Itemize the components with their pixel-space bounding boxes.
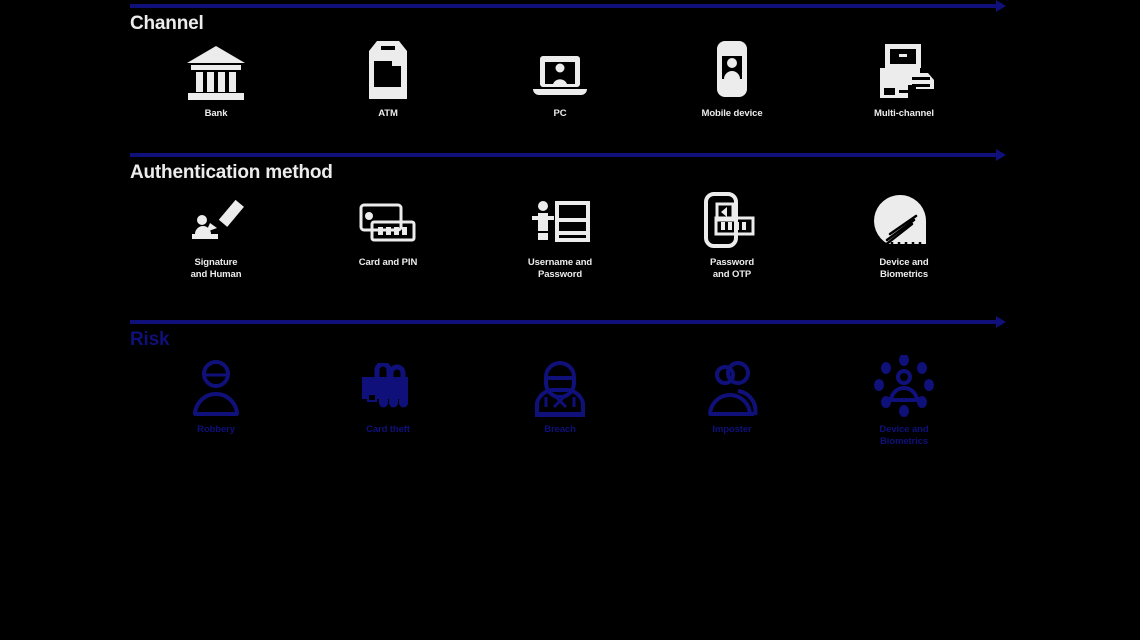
item-password-and-otp[interactable]: Password and OTP (646, 188, 818, 281)
item-atm[interactable]: ATM (302, 39, 474, 120)
atm-icon (365, 39, 411, 101)
multi-channel-icon (872, 39, 936, 101)
item-label: Breach (544, 424, 576, 435)
row-channel: Channel Bank (130, 0, 1006, 120)
item-card-and-pin[interactable]: Card and PIN (302, 188, 474, 281)
item-robbery[interactable]: Robbery (130, 355, 302, 448)
item-label: Username and Password (527, 257, 593, 280)
item-label: Device and Biometrics (879, 424, 929, 447)
hand-card-theft-icon (359, 355, 417, 417)
item-label: Password and OTP (709, 257, 755, 280)
card-pin-icon (356, 188, 420, 250)
item-imposter[interactable]: Imposter (646, 355, 818, 448)
laptop-user-icon (529, 39, 591, 101)
item-device-and-biometrics[interactable]: Device and Biometrics (818, 188, 990, 281)
item-breach[interactable]: Breach (474, 355, 646, 448)
arrow-bar (130, 153, 999, 157)
items-channel: Bank ATM (130, 39, 1006, 120)
arrow-rule-auth (130, 149, 1006, 161)
arrow-rule-channel (130, 0, 1006, 12)
item-label: Device and Biometrics (879, 257, 929, 280)
item-pc[interactable]: PC (474, 39, 646, 120)
arrow-head-icon (996, 316, 1006, 328)
row-risk: Risk Robbery (130, 316, 1006, 448)
heading-channel: Channel (130, 13, 204, 34)
arrow-bar (130, 320, 999, 324)
person-network-icon (873, 355, 935, 417)
item-card-theft[interactable]: Card theft (302, 355, 474, 448)
fingerprint-icon (874, 188, 934, 250)
item-label: Signature and Human (190, 257, 242, 280)
heading-risk: Risk (130, 329, 170, 350)
heading-authentication-method: Authentication method (130, 162, 333, 183)
item-signature-and-human[interactable]: Signature and Human (130, 188, 302, 281)
signature-pen-icon (184, 188, 248, 250)
password-otp-icon (700, 188, 764, 250)
item-device-and-biometrics-risk[interactable]: Device and Biometrics (818, 355, 990, 448)
item-label: Robbery (197, 424, 235, 435)
username-password-icon (529, 188, 591, 250)
item-bank[interactable]: Bank (130, 39, 302, 120)
item-mobile-device[interactable]: Mobile device (646, 39, 818, 120)
arrow-head-icon (996, 149, 1006, 161)
item-label: PC (553, 108, 567, 119)
items-authentication-method: Signature and Human Card and PIN (130, 188, 1006, 281)
item-label: Imposter (712, 424, 752, 435)
item-label: Bank (204, 108, 228, 119)
row-authentication-method: Authentication method Signature and Hu (130, 149, 1006, 281)
arrow-head-icon (996, 0, 1006, 12)
item-label: Card and PIN (358, 257, 418, 268)
imposter-two-heads-icon (702, 355, 762, 417)
item-username-and-password[interactable]: Username and Password (474, 188, 646, 281)
item-label: Card theft (366, 424, 410, 435)
items-risk: Robbery (130, 355, 1006, 448)
bank-icon (185, 39, 247, 101)
mobile-user-icon (711, 39, 753, 101)
arrow-rule-risk (130, 316, 1006, 328)
hacker-hoodie-icon (531, 355, 589, 417)
arrow-bar (130, 4, 999, 8)
item-label: Mobile device (701, 108, 763, 119)
robber-person-icon (187, 355, 245, 417)
item-multi-channel[interactable]: Multi-channel (818, 39, 990, 120)
item-label: ATM (378, 108, 398, 119)
item-label: Multi-channel (874, 108, 934, 119)
